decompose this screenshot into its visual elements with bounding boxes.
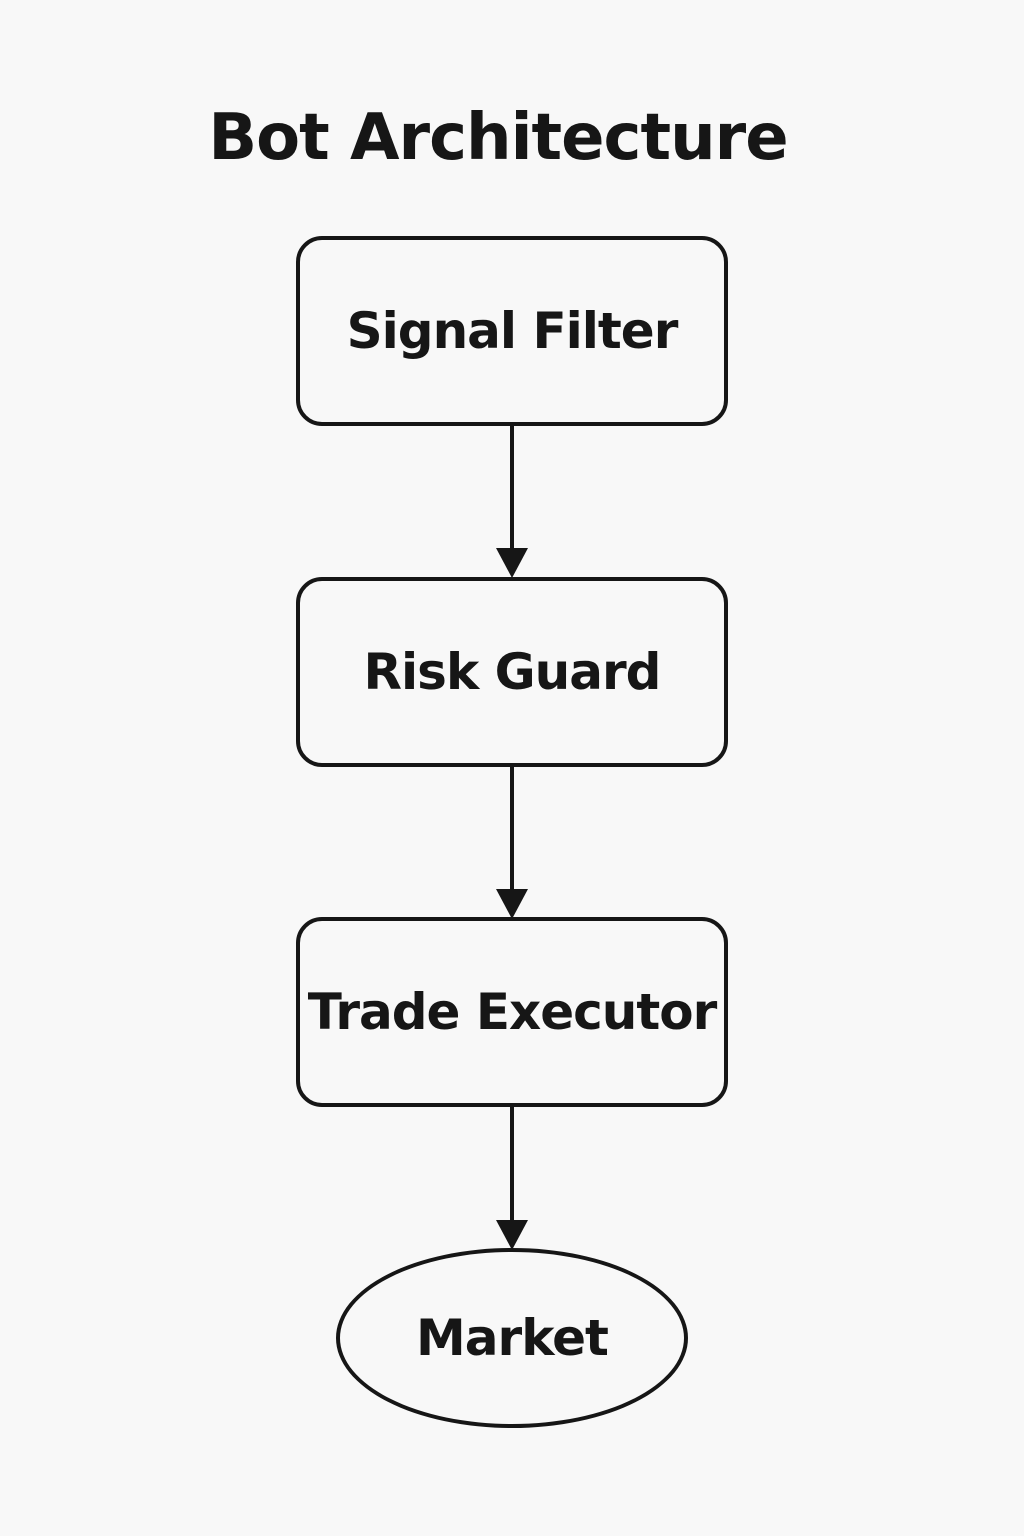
node-label: Trade Executor xyxy=(307,983,718,1041)
node-label: Risk Guard xyxy=(363,643,662,701)
node-label: Signal Filter xyxy=(346,302,679,360)
edge-trade-executor-to-market xyxy=(496,1107,528,1250)
node-label: Market xyxy=(416,1309,609,1367)
edge-signal-filter-to-risk-guard xyxy=(496,426,528,578)
node-market: Market xyxy=(336,1248,688,1428)
node-trade-executor: Trade Executor xyxy=(296,917,728,1107)
edge-risk-guard-to-trade-executor xyxy=(496,767,528,919)
diagram-title: Bot Architecture xyxy=(208,101,788,175)
arrowhead-icon xyxy=(496,548,528,578)
node-signal-filter: Signal Filter xyxy=(296,236,728,426)
node-risk-guard: Risk Guard xyxy=(296,577,728,767)
arrowhead-icon xyxy=(496,889,528,919)
arrowhead-icon xyxy=(496,1220,528,1250)
